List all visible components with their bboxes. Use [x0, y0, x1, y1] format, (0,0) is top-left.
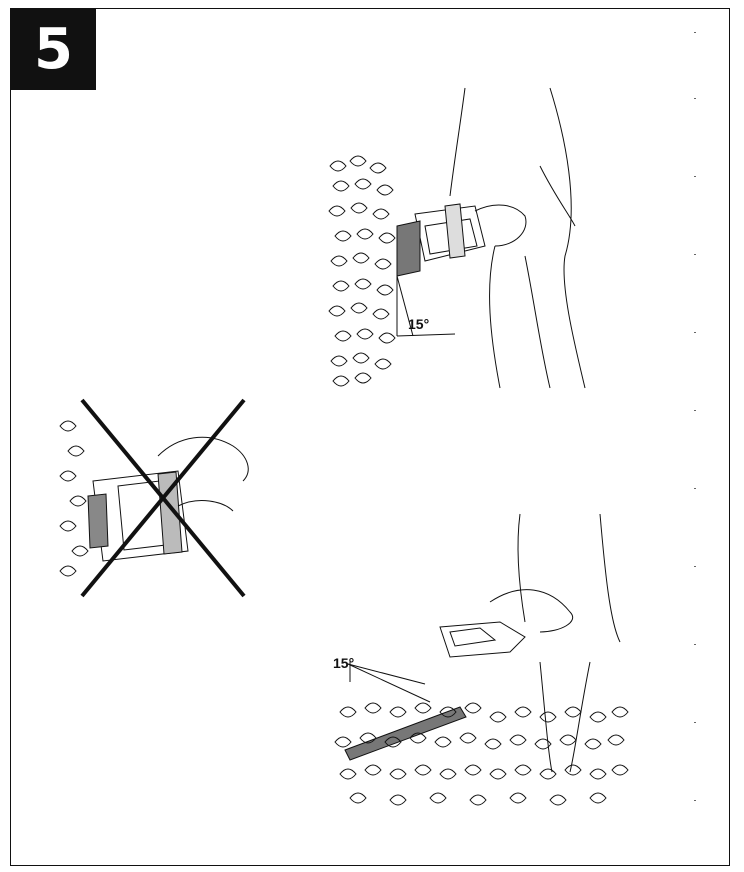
edge-mark: [694, 176, 696, 177]
edge-mark: [694, 332, 696, 333]
cross-mark-icon: [58, 396, 268, 600]
step-number-badge: 5: [10, 8, 96, 90]
step-number: 5: [34, 17, 72, 82]
edge-mark: [694, 644, 696, 645]
edge-mark: [694, 800, 696, 801]
edge-mark: [694, 722, 696, 723]
wrong-grip-illustration: [58, 396, 268, 600]
edge-mark: [694, 98, 696, 99]
hedge-trimmer-horizontal-icon: [330, 512, 630, 808]
vertical-cut-illustration: [325, 86, 605, 390]
edge-mark: [694, 32, 696, 33]
edge-mark: [694, 488, 696, 489]
edge-mark: [694, 566, 696, 567]
vertical-angle-label: 15°: [408, 316, 429, 332]
hedge-trimmer-vertical-icon: [325, 86, 605, 390]
edge-mark: [694, 254, 696, 255]
horizontal-angle-label: 15°: [333, 655, 354, 671]
horizontal-cut-illustration: [330, 512, 630, 808]
edge-mark: [694, 410, 696, 411]
